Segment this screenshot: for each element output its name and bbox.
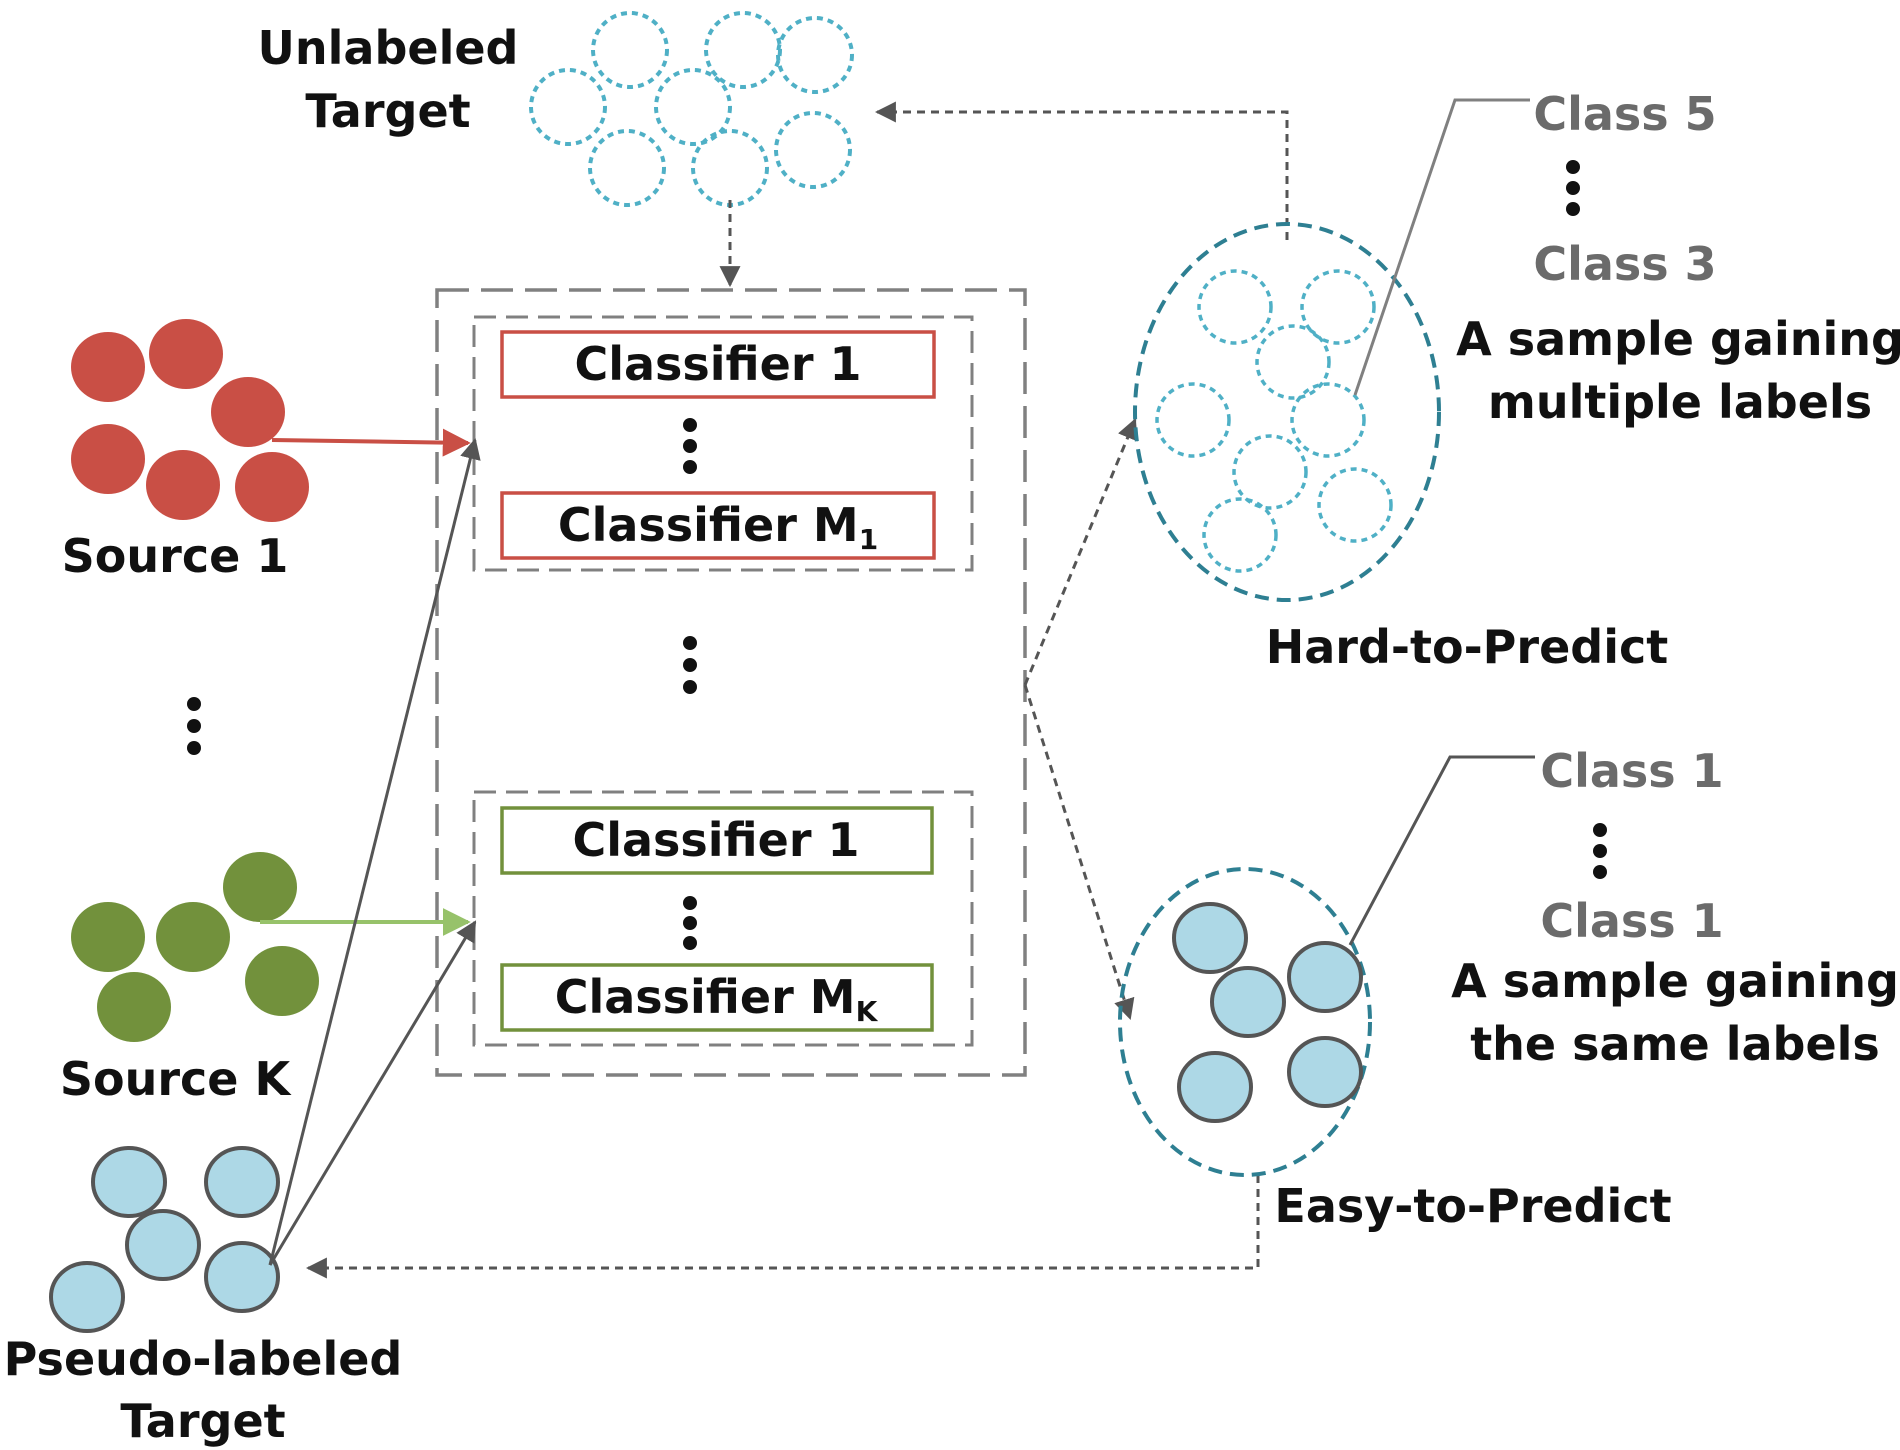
pseudo-labeled-target-label-line2: Target [120,1394,285,1448]
source-k-classifier-group-frame [472,790,974,1047]
sources-ellipsis [187,697,201,755]
unlabeled-target-label-line2: Target [305,84,470,138]
classifier-label-source-1-last: Classifier M1 [558,498,878,556]
classifier-box-source-1-last [500,491,936,560]
easy-callout-class-bottom: Class 1 [1540,894,1723,948]
unlabeled-target-label-line1: Unlabeled [258,21,519,75]
classifier-subscript: 1 [859,523,878,556]
arrow-easy-to-predict-to-pseudo-labeled [305,1175,1260,1279]
classifier-name: Classifier M [558,498,859,552]
unlabeled-target-cluster [529,11,854,207]
source-k-cluster [71,852,319,1042]
hard-callout-description-line1: A sample gaining [1456,312,1900,366]
classifier-box-source-k-first [500,806,934,875]
easy-callout-description-line2: the same labels [1470,1017,1880,1071]
arrow-hard-to-predict-back-to-unlabeled [874,101,1289,240]
hard-to-predict-label: Hard-to-Predict [1266,620,1668,674]
classifier-ellipsis-source-1 [683,418,697,474]
classifier-ellipsis-source-k [683,896,697,950]
classifier-box-source-k-last [500,963,934,1032]
arrow-pseudo-labeled-to-source-k-classifiers [268,920,477,1266]
hard-callout-description-line2: multiple labels [1488,375,1872,429]
classifier-box-source-1-first [500,330,936,399]
easy-to-predict-label: Easy-to-Predict [1274,1179,1671,1233]
classifier-name: Classifier M [555,970,856,1024]
pseudo-labeled-target-cluster [49,1146,280,1333]
easy-callout-description-line1: A sample gaining [1451,954,1899,1008]
classifier-label-source-k-first: Classifier 1 [572,813,859,867]
arrow-pseudo-labeled-to-source-1-classifiers [268,437,481,1266]
classifier-label-source-1-first: Classifier 1 [574,337,861,391]
classifier-subscript: K [856,995,879,1028]
ensemble-outer-frame [435,288,1027,1077]
classifier-groups-ellipsis [683,636,697,694]
source-1-label: Source 1 [62,529,289,583]
source-k-label: Source K [60,1052,293,1106]
arrow-ensemble-to-hard-to-predict [1023,418,1138,686]
hard-callout-ellipsis [1566,160,1580,216]
source-1-classifier-group-frame [472,315,974,572]
pseudo-labeled-target-label-line1: Pseudo-labeled [4,1332,403,1386]
hard-callout-class-top: Class 5 [1533,87,1716,141]
classifier-label-source-k-last: Classifier MK [555,970,879,1028]
easy-callout-ellipsis [1593,823,1607,879]
hard-to-predict-ellipse [1133,222,1441,602]
hard-callout-class-bottom: Class 3 [1533,237,1716,291]
arrow-ensemble-to-easy-to-predict [1023,684,1135,1021]
hard-callout-leader-line [1353,98,1530,396]
hard-to-predict-samples [1155,269,1393,573]
source-1-cluster [71,319,309,522]
easy-callout-class-top: Class 1 [1540,744,1723,798]
easy-callout-leader-line [1348,755,1535,946]
easy-to-predict-samples [1172,902,1363,1123]
arrow-source-1-to-classifiers [271,428,471,457]
easy-to-predict-ellipse [1118,867,1372,1177]
